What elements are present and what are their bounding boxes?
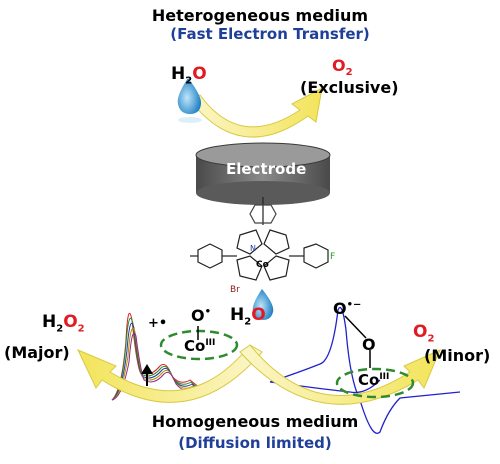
right-cobalt-ox: III <box>379 372 390 382</box>
cobalt-center-label: Co <box>256 260 269 270</box>
top-water-sub: 2 <box>185 75 193 87</box>
right-peroxo-charge: •− <box>346 299 362 311</box>
top-oxygen-o: O <box>332 56 346 75</box>
top-water-o: O <box>192 64 207 84</box>
left-ring <box>159 329 239 361</box>
left-cobalt-label: CoIII <box>184 337 215 355</box>
left-cobalt-ox: III <box>205 338 216 348</box>
top-oxygen-label: O2 <box>332 56 353 78</box>
top-water-h: H <box>171 64 186 84</box>
top-subtitle: (Fast Electron Transfer) <box>170 25 370 43</box>
right-peroxo-bottom-label: O <box>362 335 376 354</box>
left-curved-arrow <box>76 344 263 403</box>
major-label: (Major) <box>4 343 70 362</box>
right-curved-arrow <box>239 344 441 405</box>
peroxide-h: H <box>42 312 57 332</box>
center-water-h: H <box>230 305 245 325</box>
bottom-title: Homogeneous medium <box>151 412 359 431</box>
center-water-o: O <box>251 305 266 325</box>
peroxide-sub1: 2 <box>56 323 64 335</box>
left-oxygen-label: O• <box>191 306 211 325</box>
bottom-oxygen-label: O2 <box>413 322 434 344</box>
top-water-label: H2O <box>171 64 207 86</box>
left-cobalt-co: Co <box>184 337 206 355</box>
up-arrow-icon <box>141 364 153 386</box>
uv-vis-spectra <box>111 312 201 401</box>
peroxide-label: H2O2 <box>42 312 85 334</box>
top-oxygen-sub: 2 <box>345 67 353 79</box>
right-cobalt-co: Co <box>358 371 380 389</box>
peroxide-sub2: 2 <box>77 323 85 335</box>
fluorine-label: F <box>330 252 336 262</box>
bromine-label: Br <box>230 285 240 295</box>
bottom-water-droplet-icon <box>252 289 274 320</box>
nitrogen-label: N <box>250 244 256 253</box>
peroxide-o: O <box>63 312 78 332</box>
electrode-icon <box>195 142 331 205</box>
right-ring <box>335 367 415 399</box>
center-water-sub: 2 <box>244 316 252 328</box>
minor-label: (Minor) <box>424 346 491 365</box>
right-peroxo-top-label: O•− <box>333 299 361 318</box>
left-oxygen-dot: • <box>204 306 212 318</box>
right-cobalt-label: CoIII <box>358 371 389 389</box>
right-peroxo-o1: O <box>333 299 347 318</box>
right-o-o-bond <box>344 315 367 339</box>
radical-cation-label: +• <box>148 316 168 331</box>
top-title: Heterogeneous medium <box>151 6 369 25</box>
bottom-subtitle: (Diffusion limited) <box>178 434 332 452</box>
top-curved-arrow <box>189 87 323 138</box>
electrode-label: Electrode <box>226 160 307 178</box>
left-oxygen-o: O <box>191 306 205 325</box>
top-exclusive-label: (Exclusive) <box>300 78 399 97</box>
cobalt-corrole-structure <box>190 197 329 281</box>
center-water-label: H2O <box>230 305 266 327</box>
bottom-oxygen-sub: 2 <box>427 333 435 345</box>
water-droplet-icon <box>177 78 202 123</box>
bottom-oxygen-o: O <box>413 322 428 342</box>
